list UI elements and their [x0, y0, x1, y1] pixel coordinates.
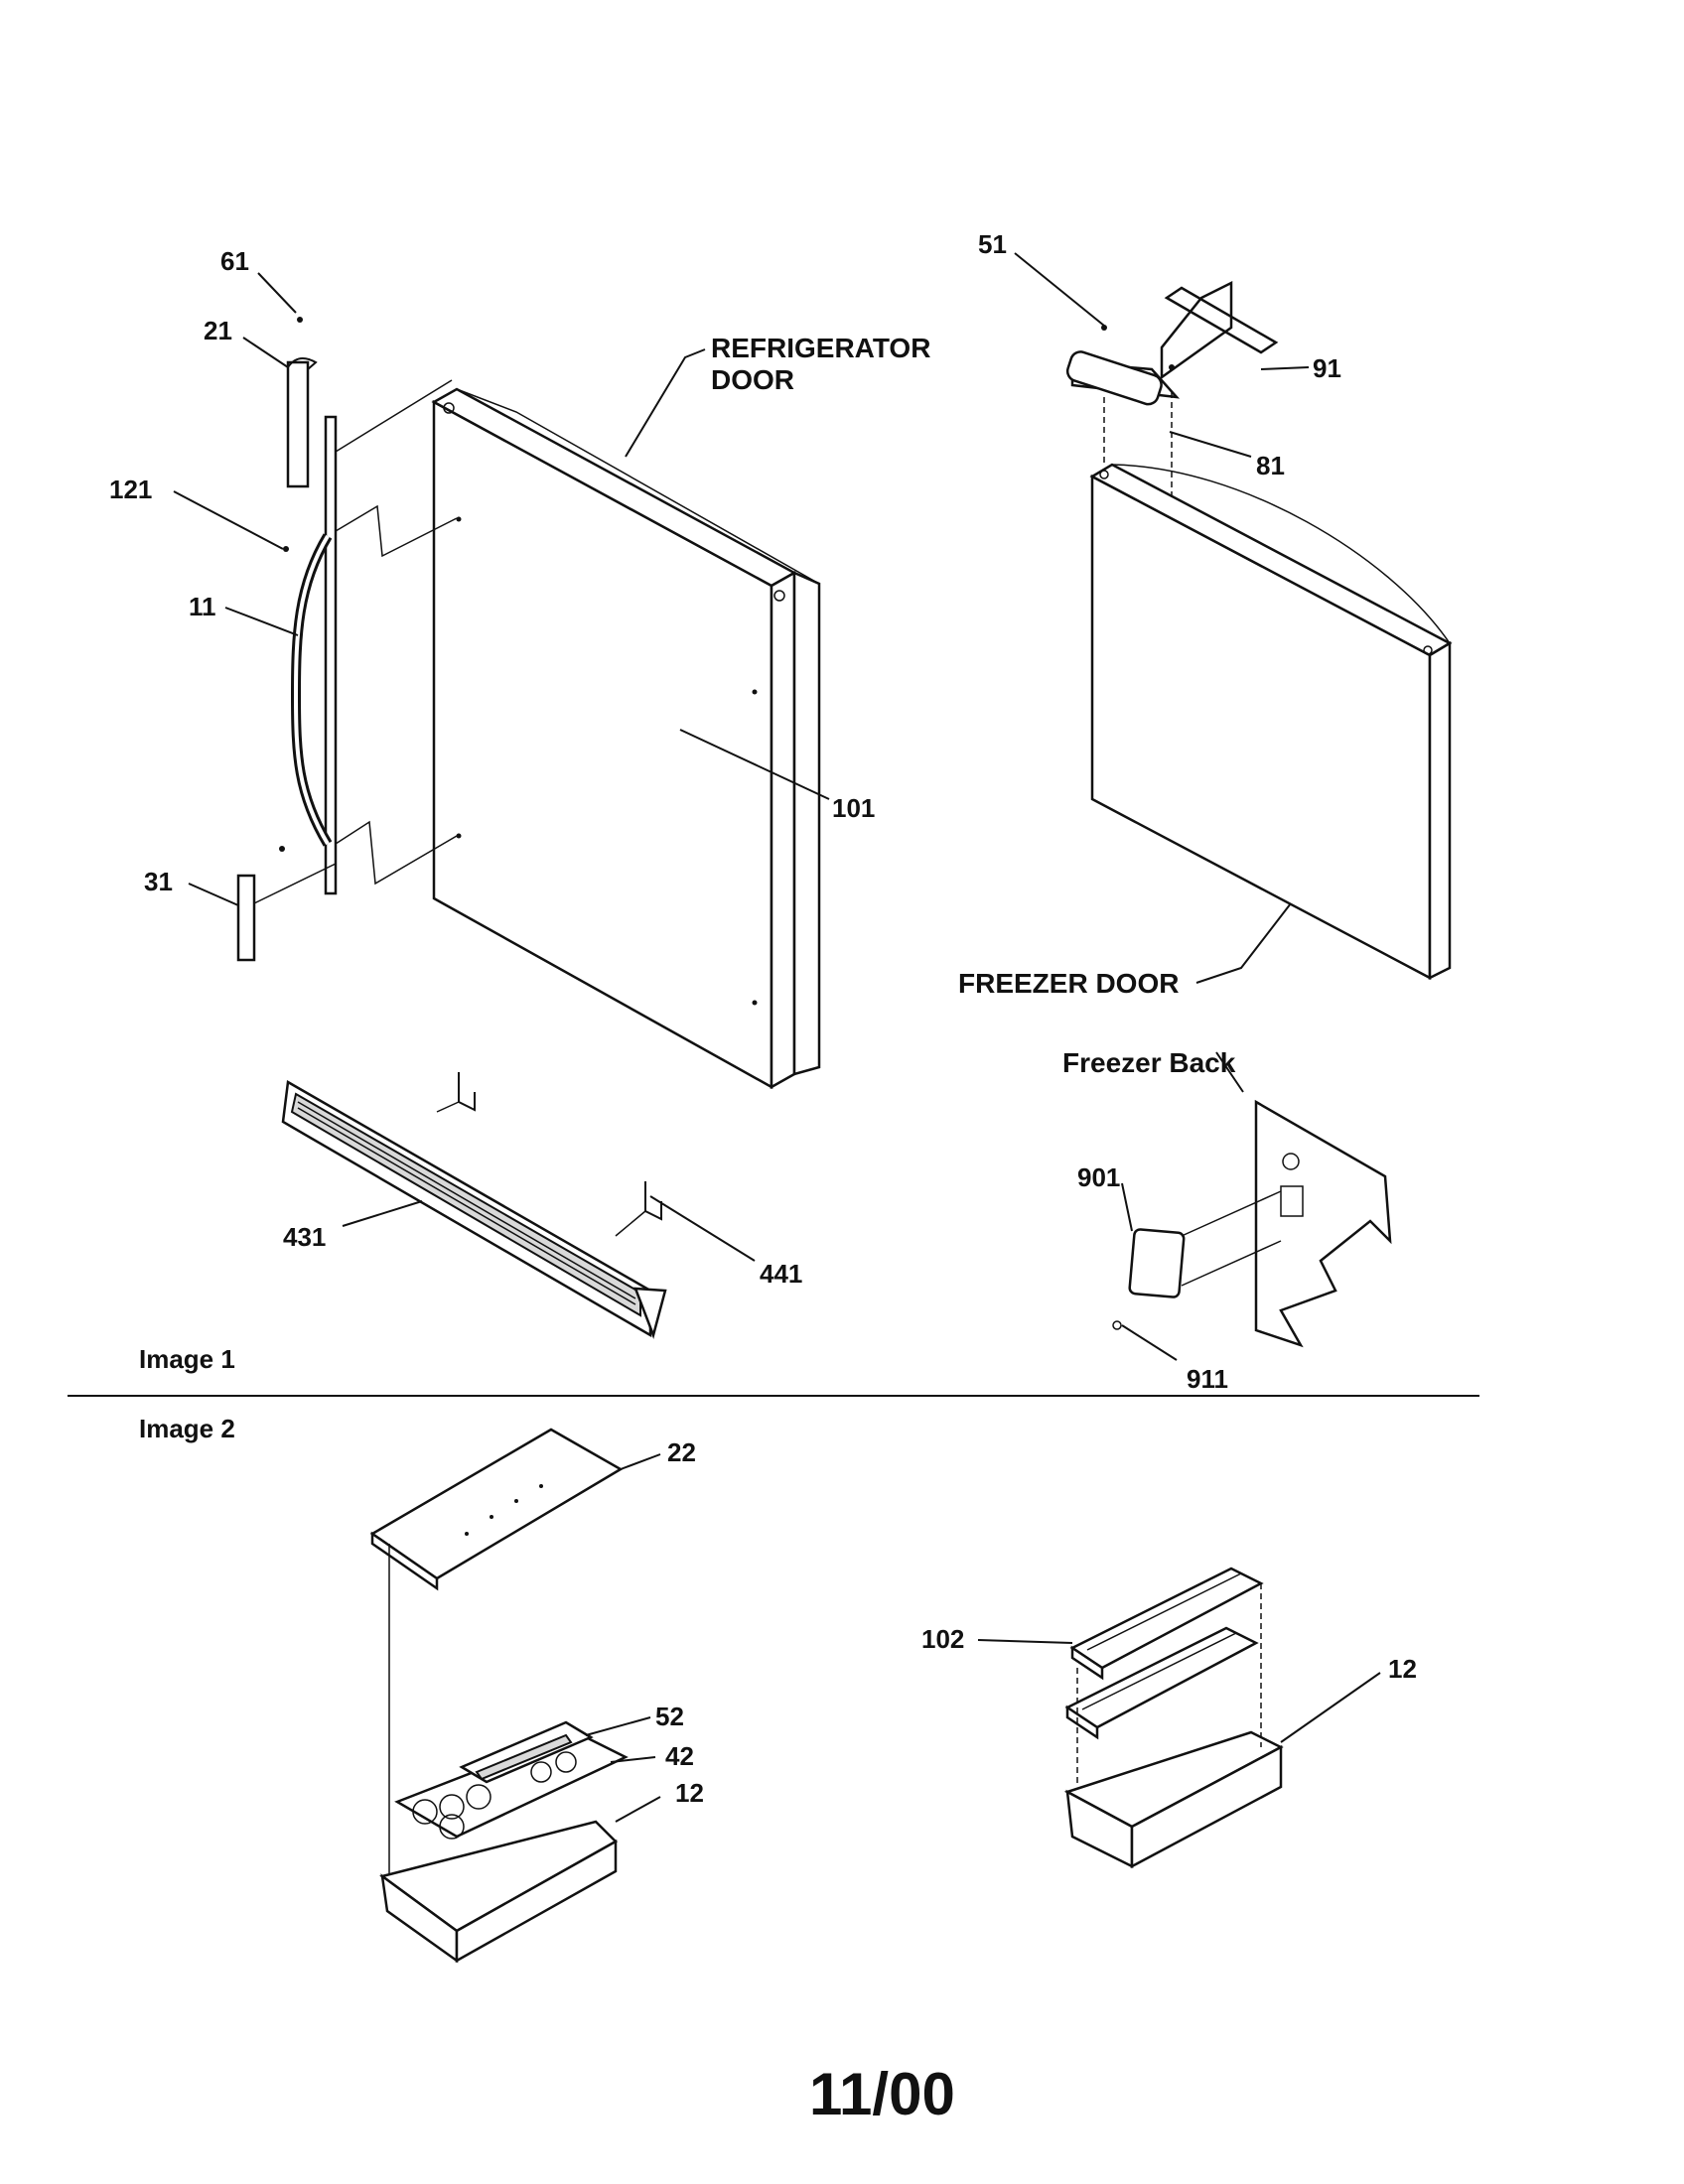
label-101: 101 — [832, 793, 875, 823]
refrigerator-door — [431, 387, 821, 1090]
label-91: 91 — [1313, 353, 1341, 383]
captions: REFRIGERATOR DOOR FREEZER DOOR Freezer B… — [139, 333, 1236, 1443]
label-121: 121 — [109, 475, 152, 504]
leader-lines-image1 — [173, 252, 1310, 1361]
label-441: 441 — [760, 1259, 802, 1289]
label-22: 22 — [667, 1437, 696, 1467]
door-handle-assembly — [236, 317, 458, 962]
freezer-back-caption: Freezer Back — [1062, 1047, 1236, 1078]
kick-plate-grille — [281, 1072, 667, 1340]
label-21: 21 — [204, 316, 232, 345]
refrigerator-door-caption-line1: REFRIGERATOR — [711, 333, 930, 363]
label-51: 51 — [978, 229, 1007, 259]
freezer-door-caption: FREEZER DOOR — [958, 968, 1179, 999]
freezer-back-assembly — [1112, 1099, 1392, 1348]
freezer-door — [1089, 463, 1453, 981]
label-61: 61 — [220, 246, 249, 276]
leader-lines-image2 — [585, 1453, 1381, 1823]
page-footer-date: 11/00 — [809, 2061, 955, 2127]
label-42: 42 — [665, 1741, 694, 1771]
freezer-hinge-assembly — [1065, 280, 1279, 501]
image2-caption: Image 2 — [139, 1414, 235, 1443]
label-52: 52 — [655, 1702, 684, 1731]
image1-caption: Image 1 — [139, 1344, 235, 1374]
label-102: 102 — [921, 1624, 964, 1654]
label-12-left: 12 — [675, 1778, 704, 1808]
label-12-right: 12 — [1388, 1654, 1417, 1684]
label-31: 31 — [144, 867, 173, 896]
ice-tray-assembly — [1063, 1567, 1284, 1869]
label-11: 11 — [189, 592, 216, 621]
label-901: 901 — [1077, 1162, 1120, 1192]
refrigerator-door-caption-line2: DOOR — [711, 364, 794, 395]
label-911: 911 — [1187, 1364, 1228, 1394]
part-labels: 61 21 121 11 31 101 431 441 51 91 81 901… — [109, 229, 1417, 1808]
egg-bin-assembly — [369, 1428, 629, 1964]
label-81: 81 — [1256, 451, 1285, 480]
label-431: 431 — [283, 1222, 326, 1252]
